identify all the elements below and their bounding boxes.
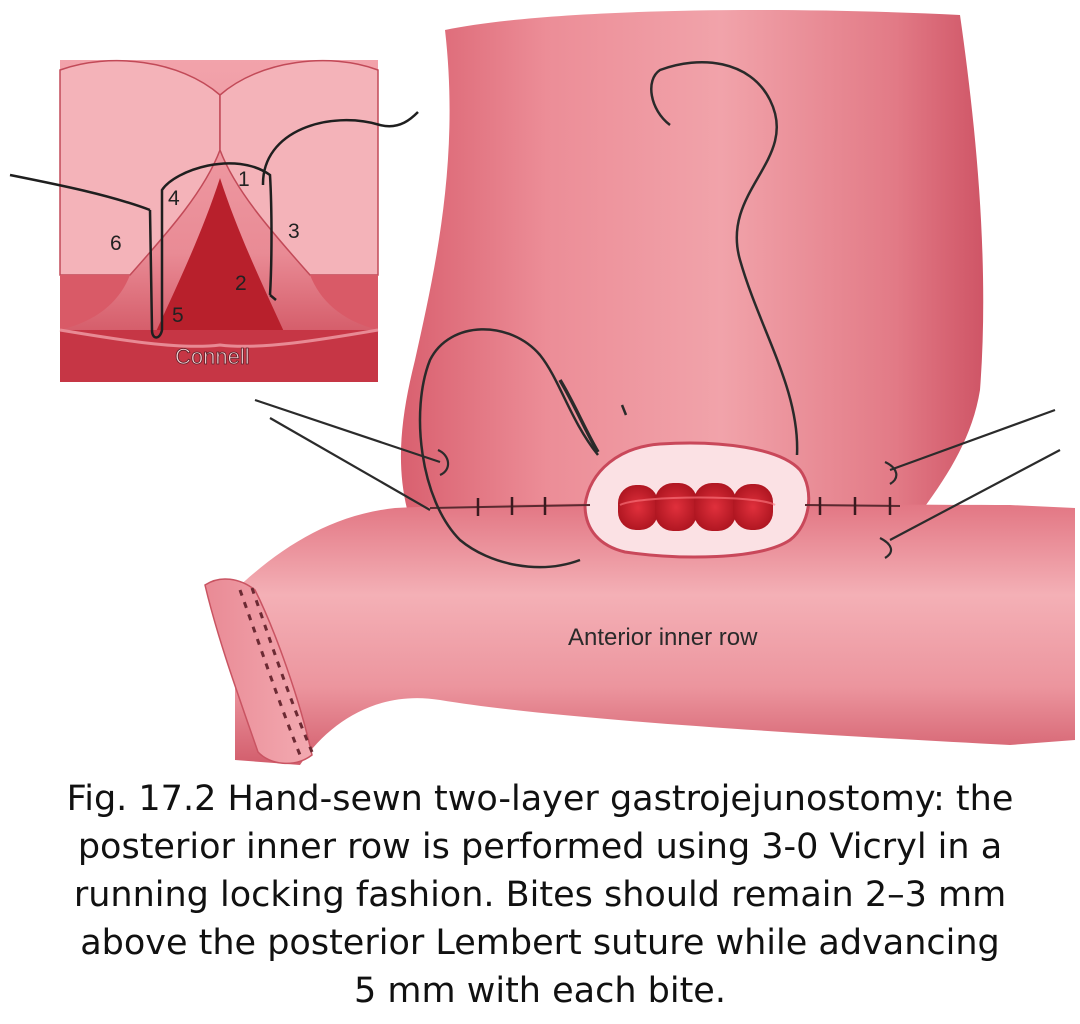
inset-label-2: 2 [235, 272, 247, 295]
caption-line: running locking fashion. Bites should re… [73, 875, 1007, 915]
inset-label-5: 5 [172, 304, 184, 327]
jejunum [235, 503, 1075, 765]
inset-label-4: 4 [168, 187, 180, 210]
connell-inset: 1 2 3 4 5 6 Connell [9, 59, 419, 382]
caption-line: 5 mm with each bite. [354, 971, 726, 1011]
inset-label-1: 1 [238, 168, 250, 191]
gastrojejunostomy-illustration: 1 2 3 4 5 6 Connell Anterior inner row [9, 10, 1075, 765]
mucosa-folds [618, 483, 776, 531]
suture-ticks [476, 497, 892, 516]
inset-label-6: 6 [110, 232, 122, 255]
running-suture [418, 60, 799, 569]
figure-caption: Fig. 17.2 Hand-sewn two-layer gastrojeju… [20, 775, 1060, 1015]
inset-label-3: 3 [288, 220, 300, 243]
stay-sutures [254, 398, 1061, 559]
caption-line: above the posterior Lembert suture while… [80, 923, 1000, 963]
anterior-inner-row-label: Anterior inner row [568, 624, 758, 651]
caption-line: posterior inner row is performed using 3… [77, 827, 1003, 867]
caption-line: Fig. 17.2 Hand-sewn two-layer gastrojeju… [66, 779, 1014, 819]
stomach [400, 10, 984, 560]
inset-technique-label: Connell [175, 344, 250, 369]
